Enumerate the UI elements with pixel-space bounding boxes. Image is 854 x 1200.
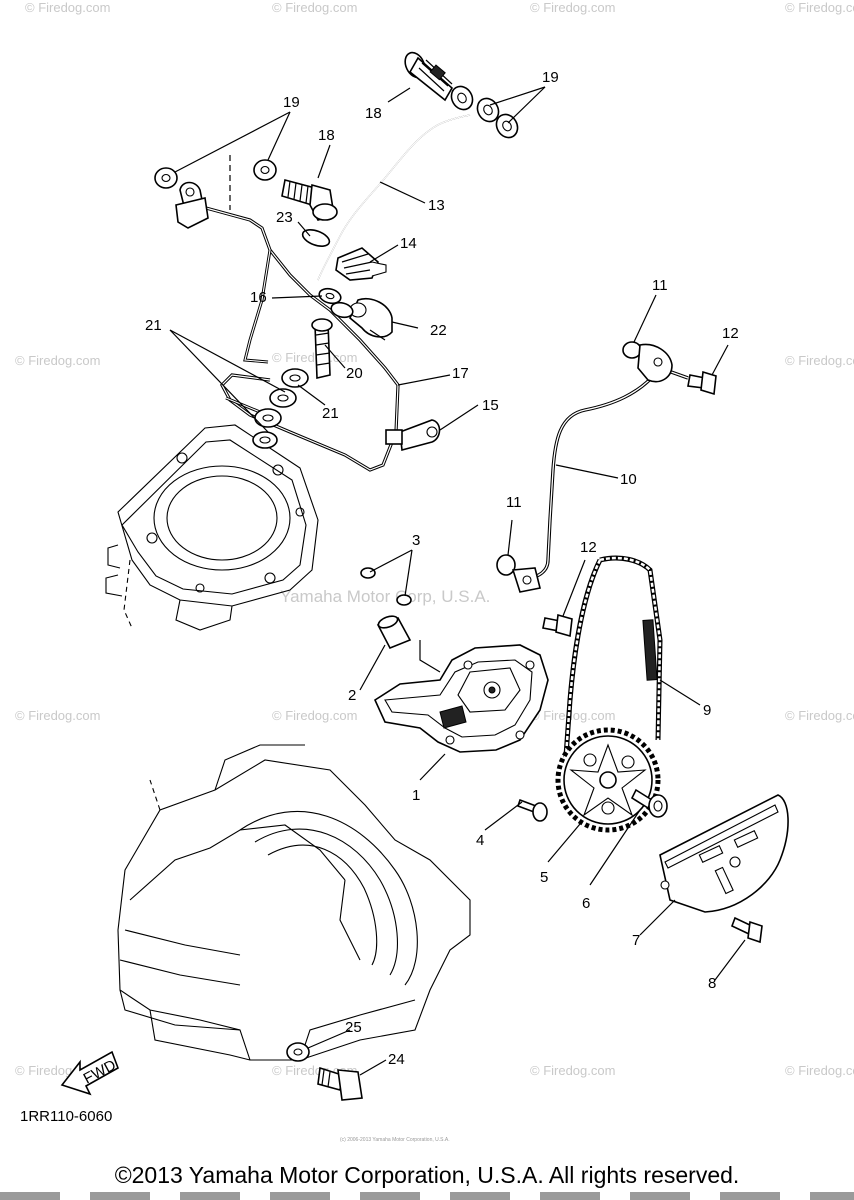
washer-16 xyxy=(318,287,354,319)
callout-12-lower: 12 xyxy=(580,539,597,556)
o-ring-11-lower xyxy=(496,554,516,576)
bolt-8 xyxy=(730,916,763,944)
callout-12-upper: 12 xyxy=(722,325,739,342)
leader-lines xyxy=(169,86,746,1076)
callout-4: 4 xyxy=(476,832,484,849)
cylinder-block-outline xyxy=(105,424,319,631)
bolt-4 xyxy=(516,798,548,822)
banjo-fitting-15 xyxy=(385,419,441,452)
chain-cover-7 xyxy=(659,794,789,913)
copper-washers-19 xyxy=(154,85,519,210)
fitting-22 xyxy=(349,298,393,341)
firedog-watermark: © Firedog.com xyxy=(530,708,615,723)
oil-pump-chain-9 xyxy=(562,555,663,771)
callout-2: 2 xyxy=(348,687,356,704)
bolt-12-lower xyxy=(542,613,573,638)
callout-10: 10 xyxy=(620,471,637,488)
callout-9: 9 xyxy=(703,702,711,719)
callout-14: 14 xyxy=(400,235,417,252)
oil-pump-assy-1 xyxy=(373,640,549,753)
oil-delivery-pipe-13 xyxy=(317,114,471,281)
callout-23: 23 xyxy=(276,209,293,226)
firedog-watermark: © Firedog.com xyxy=(15,353,100,368)
union-bolt-18-upper xyxy=(404,51,454,102)
crankcase-outline xyxy=(117,744,471,1061)
callout-13: 13 xyxy=(428,197,445,214)
bolt-6 xyxy=(630,788,668,818)
yamaha-watermark: Yamaha Motor Corp, U.S.A. xyxy=(280,587,490,606)
firedog-watermark: © Firedog.com xyxy=(272,0,357,15)
copyright-notice: ©2013 Yamaha Motor Corporation, U.S.A. A… xyxy=(114,1162,740,1188)
firedog-watermark: © Firedog.com xyxy=(272,708,357,723)
callout-labels: 1 2 3 4 5 6 7 8 9 10 11 11 12 12 13 14 1… xyxy=(145,69,739,1068)
callout-11-lower: 11 xyxy=(506,494,522,511)
firedog-watermark: © Firedog.com xyxy=(785,708,854,723)
firedog-watermark: © Firedog.com xyxy=(785,353,854,368)
callout-11-upper: 11 xyxy=(652,277,668,294)
sprocket-5 xyxy=(555,727,661,833)
callout-19-left: 19 xyxy=(283,94,300,111)
callout-15: 15 xyxy=(482,397,499,414)
oil-pipe-10 xyxy=(524,365,689,580)
callout-20: 20 xyxy=(346,365,363,382)
callout-7: 7 xyxy=(632,932,640,949)
part-code: 1RR110-6060 xyxy=(20,1108,112,1125)
washer-25 xyxy=(286,1042,310,1062)
callout-25: 25 xyxy=(345,1019,362,1036)
callout-22: 22 xyxy=(430,322,447,339)
callout-16: 16 xyxy=(250,289,267,306)
fine-print: (c) 2006-2013 Yamaha Motor Corporation, … xyxy=(340,1137,450,1143)
o-rings-3 xyxy=(360,567,412,606)
callout-21-left: 21 xyxy=(145,317,162,334)
callout-3: 3 xyxy=(412,532,420,549)
firedog-watermark: © Firedog.com xyxy=(785,0,854,15)
firedog-watermark: © Firedog.com xyxy=(530,0,615,15)
callout-5: 5 xyxy=(540,869,548,886)
pipe-flange-lower xyxy=(511,567,541,593)
firedog-watermark: © Firedog.com xyxy=(25,0,110,15)
pipe-flange-upper xyxy=(637,343,673,383)
drain-bolt-24 xyxy=(317,1066,363,1101)
banjo-fitting-upper-left xyxy=(175,181,209,229)
bottom-strip xyxy=(0,1192,854,1200)
callout-19-right: 19 xyxy=(542,69,559,86)
firedog-watermark: © Firedog.com xyxy=(272,350,357,365)
firedog-watermark: © Firedog.com xyxy=(530,1063,615,1078)
callout-1: 1 xyxy=(412,787,420,804)
watermark-layer: © Firedog.com © Firedog.com © Firedog.co… xyxy=(15,0,854,1078)
firedog-watermark: © Firedog.com xyxy=(15,708,100,723)
callout-24: 24 xyxy=(388,1051,405,1068)
clamp-14 xyxy=(335,247,387,281)
union-bolt-18-lower xyxy=(281,179,338,221)
callout-18-upper: 18 xyxy=(365,105,382,122)
callout-6: 6 xyxy=(582,895,590,912)
washers-21 xyxy=(252,368,309,449)
firedog-watermark: © Firedog.com xyxy=(785,1063,854,1078)
union-bolt-20 xyxy=(311,318,333,379)
callout-18-lower: 18 xyxy=(318,127,335,144)
fwd-arrow: FWD xyxy=(60,1050,119,1096)
oil-delivery-pipe-17 xyxy=(194,203,400,472)
dowel-pin-2 xyxy=(376,615,412,650)
callout-17: 17 xyxy=(452,365,469,382)
callout-21-lower: 21 xyxy=(322,405,339,422)
bolt-12-upper xyxy=(687,370,717,396)
callout-8: 8 xyxy=(708,975,716,992)
washer-23 xyxy=(301,229,331,247)
